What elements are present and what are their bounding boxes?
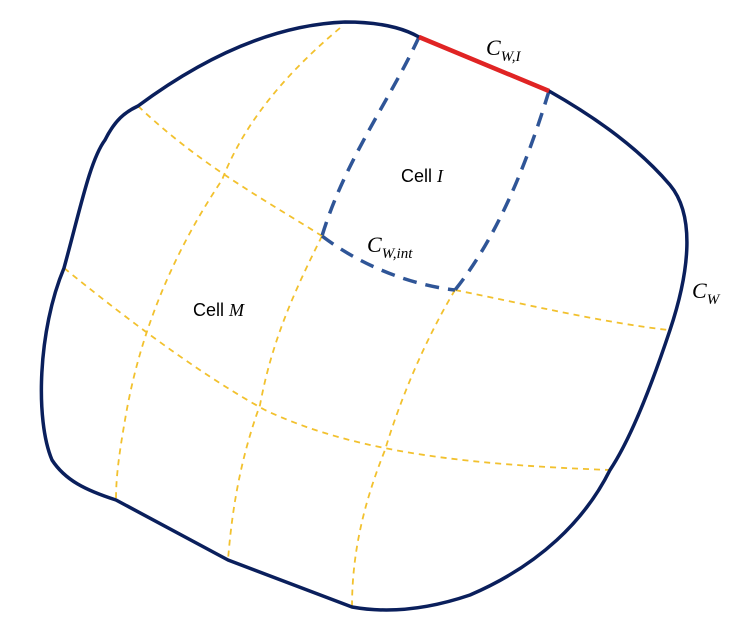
cell-i-label: Cell I bbox=[401, 166, 444, 186]
cwi-label: CW,I bbox=[486, 35, 522, 65]
cell-i-boundary bbox=[320, 36, 551, 292]
grid-line-h3 bbox=[63, 267, 611, 471]
cell-i-right-edge bbox=[453, 90, 551, 292]
grid-line-h1 bbox=[137, 105, 323, 237]
grid-line-v1 bbox=[115, 27, 341, 501]
cell-i-left-edge bbox=[320, 36, 421, 237]
grid-line-v2 bbox=[227, 235, 323, 561]
cell-i-interface-edge bbox=[320, 234, 456, 292]
cell-m-label: Cell M bbox=[193, 300, 245, 320]
boundary-segment-cwi bbox=[418, 34, 550, 94]
cwint-label: CW,int bbox=[367, 232, 413, 262]
grid-line-v3 bbox=[351, 289, 456, 608]
grid-line-h2 bbox=[454, 289, 669, 331]
cw-label: CW bbox=[692, 278, 721, 308]
mesh-grid-lines bbox=[63, 27, 669, 608]
domain-boundary-cw bbox=[39, 20, 689, 612]
